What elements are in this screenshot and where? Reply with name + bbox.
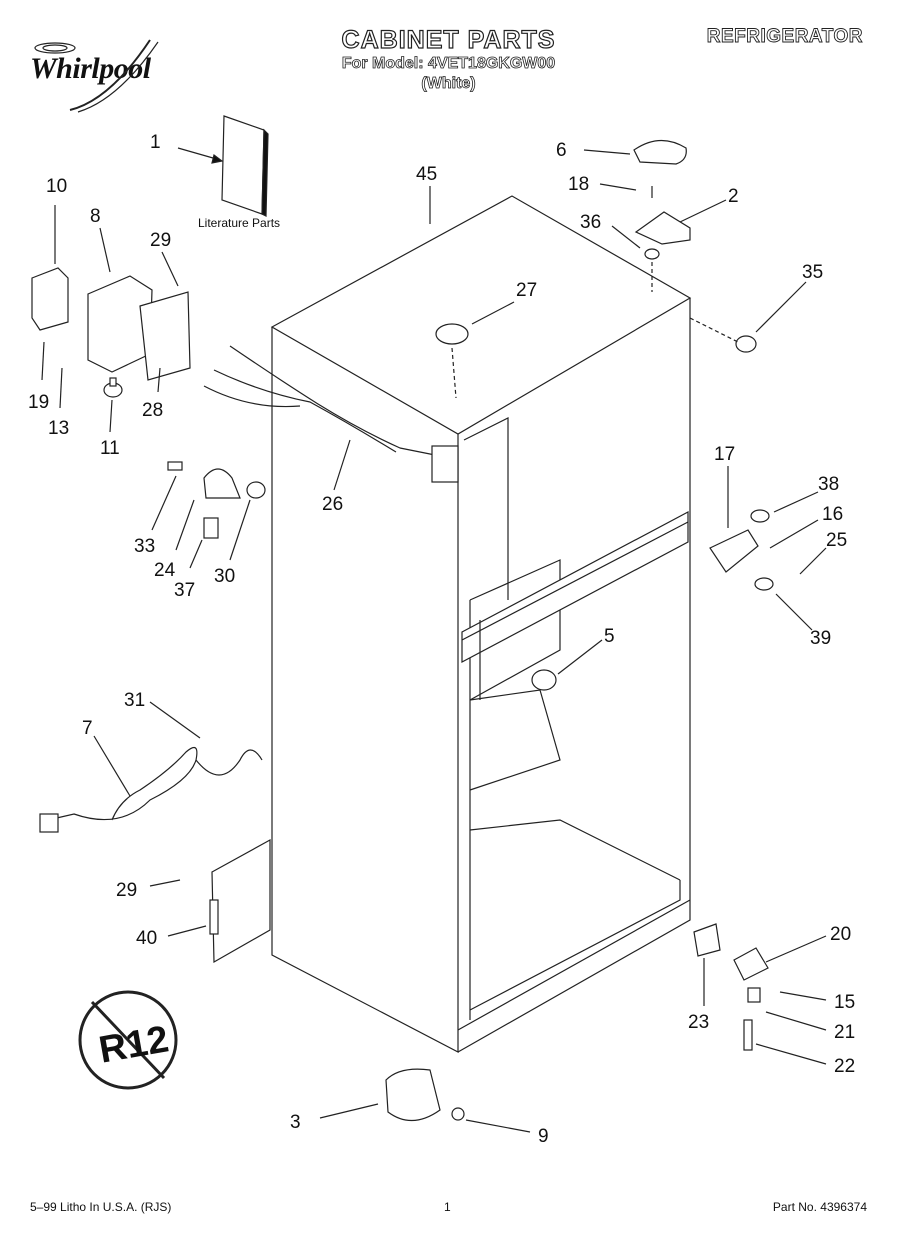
callout-35: 35 [802,262,823,283]
callout-5: 5 [604,626,615,647]
callout-13: 13 [48,418,69,439]
callout-17: 17 [714,444,735,465]
callout-27: 27 [516,280,537,301]
callout-18: 18 [568,174,589,195]
callout-31: 31 [124,690,145,711]
callout-25: 25 [826,530,847,551]
callout-24: 24 [154,560,176,581]
callout-numbers: 1 10 8 29 19 13 11 28 33 24 37 30 26 45 … [28,132,855,1147]
callout-6: 6 [556,140,567,161]
wiring-harness [203,345,459,483]
callout-15: 15 [834,992,855,1013]
literature-parts-label: Literature Parts [198,216,281,230]
color-variant: (White) [421,75,476,93]
callout-36: 36 [580,212,601,233]
literature-booklet [177,115,269,217]
r12-badge-text: R12 [96,1018,172,1071]
center-hinge-parts [531,509,774,691]
callout-9: 9 [538,1126,549,1147]
bottom-hinge-parts [385,923,769,1122]
category-label: REFRIGERATOR [706,26,863,48]
footer-page-number: 1 [444,1200,451,1214]
callout-28: 28 [142,400,163,421]
callout-10: 10 [46,176,67,197]
callout-19: 19 [28,392,49,413]
top-hinge-parts [435,139,757,353]
callout-29: 29 [150,230,171,251]
brand-logo: Whirlpool [30,52,151,85]
callout-23: 23 [688,1012,709,1033]
callout-26: 26 [322,494,343,515]
r12-badge [78,990,178,1090]
refrigerator-cabinet [270,195,692,1053]
rear-access-cover [209,838,271,964]
callout-8: 8 [90,206,101,227]
page-title: CABINET PARTS [341,25,556,54]
callout-33: 33 [134,536,155,557]
relay-assembly [31,267,191,398]
callout-21: 21 [834,1022,855,1043]
callout-7: 7 [82,718,93,739]
power-cord [39,746,263,833]
footer-litho: 5–99 Litho In U.S.A. (RJS) [30,1200,172,1214]
callout-11: 11 [100,438,120,459]
callout-2: 2 [728,186,739,207]
callout-20: 20 [830,924,851,945]
callout-16: 16 [822,504,843,525]
callout-38: 38 [818,474,839,495]
callout-3: 3 [290,1112,301,1133]
defrost-parts [167,461,266,539]
callout-29b: 29 [116,880,137,901]
callout-22: 22 [834,1056,855,1077]
leader-lines [41,149,827,1133]
callout-39: 39 [810,628,831,649]
callout-1: 1 [150,132,161,153]
callout-30: 30 [214,566,235,587]
footer-part-number: Part No. 4396374 [772,1200,867,1214]
model-subtitle: For Model: 4VET18GKGW00 [341,55,556,73]
brand-swirl-icon [34,39,159,113]
callout-37: 37 [174,580,195,601]
callout-40: 40 [136,928,157,949]
callout-45: 45 [416,164,437,185]
